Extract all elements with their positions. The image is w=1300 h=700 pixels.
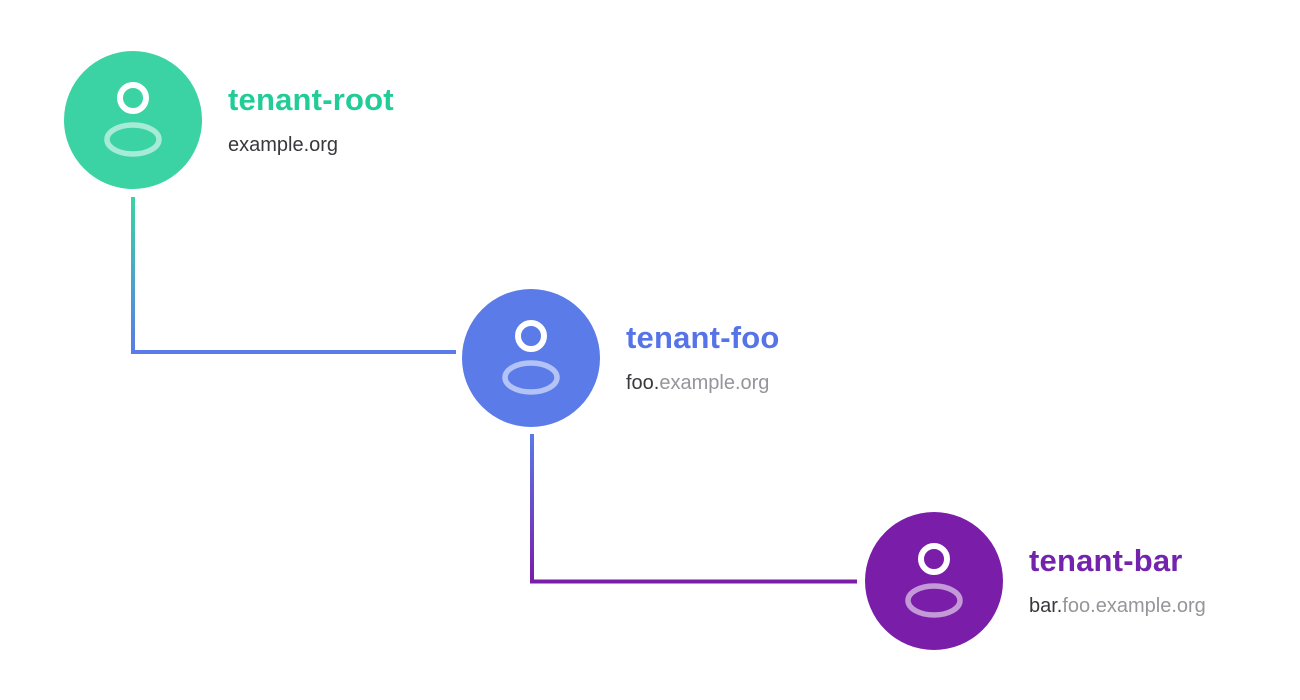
node-domain: bar.foo.example.org [1029, 593, 1206, 619]
node-labels: tenant-foo foo.example.org [626, 320, 780, 396]
node-tenant-bar: tenant-bar bar.foo.example.org [865, 512, 1206, 650]
connector-foo-to-bar [530, 434, 857, 584]
domain-highlight: foo. [626, 372, 660, 394]
tenant-foo-avatar [462, 289, 600, 427]
person-icon [905, 543, 963, 618]
connector-root-to-foo [131, 197, 456, 354]
domain-rest: example.org [659, 372, 770, 394]
person-icon [104, 82, 162, 157]
tenant-bar-avatar [865, 512, 1003, 650]
node-title: tenant-foo [626, 320, 780, 355]
node-labels: tenant-bar bar.foo.example.org [1029, 543, 1206, 619]
node-domain: example.org [228, 132, 394, 158]
node-labels: tenant-root example.org [228, 82, 394, 158]
node-domain: foo.example.org [626, 370, 780, 396]
node-title: tenant-bar [1029, 543, 1183, 578]
node-tenant-foo: tenant-foo foo.example.org [462, 289, 780, 427]
person-icon [502, 320, 560, 395]
node-title: tenant-root [228, 82, 394, 117]
domain-rest: foo.example.org [1062, 595, 1206, 617]
domain-highlight: bar. [1029, 595, 1063, 617]
tenant-root-avatar [64, 51, 202, 189]
domain-highlight: example.org [228, 134, 339, 156]
node-tenant-root: tenant-root example.org [64, 51, 394, 189]
